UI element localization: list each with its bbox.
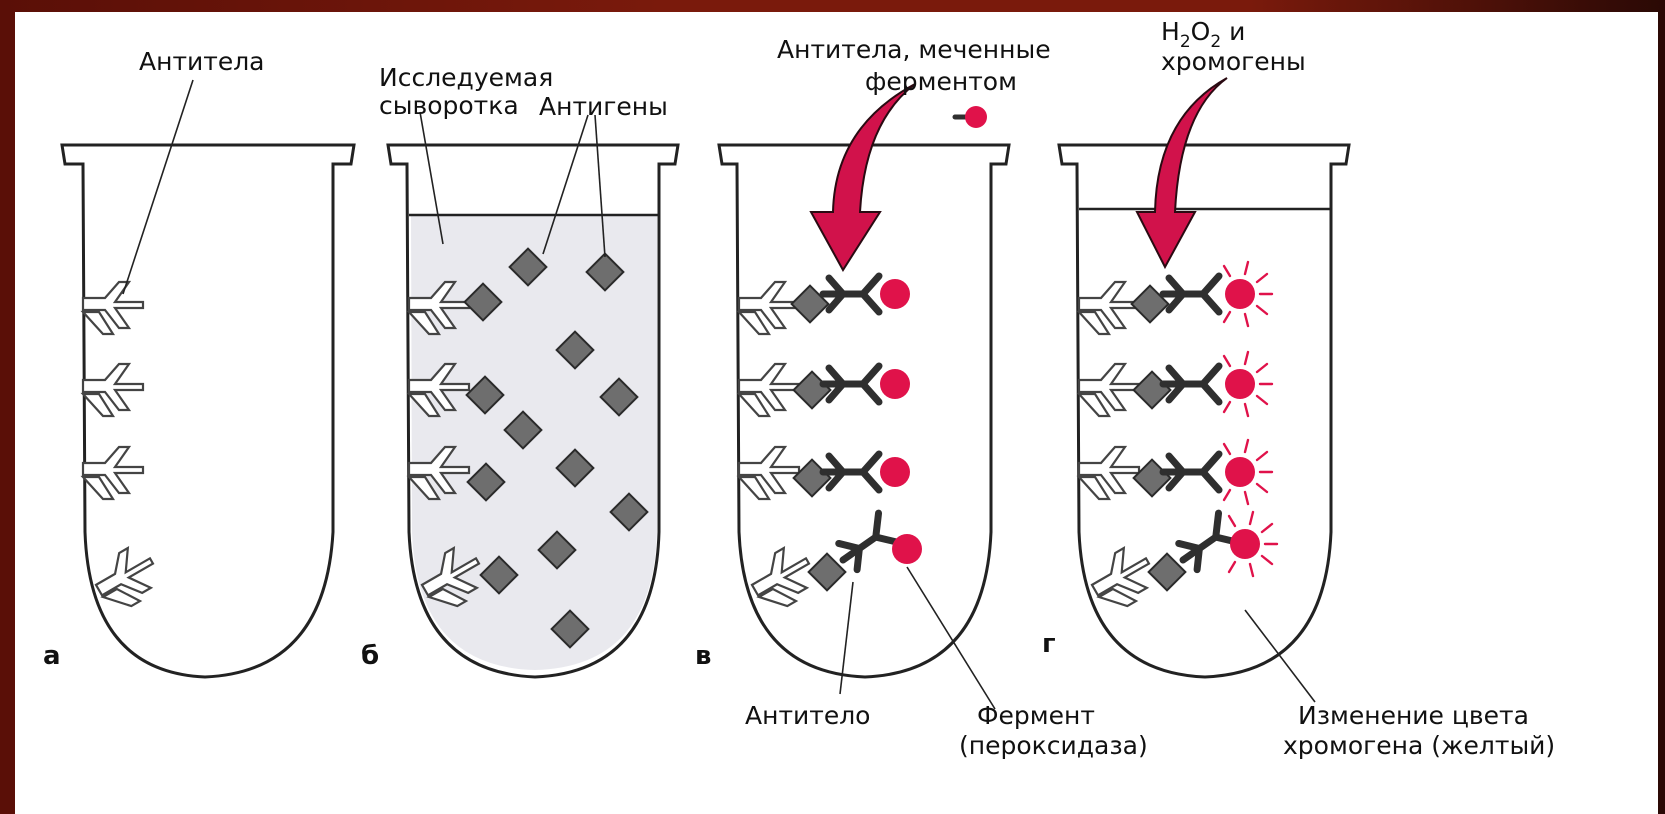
panel-a: Антитела а [43,47,354,677]
label-color-change-line2: хромогена (желтый) [1283,731,1555,760]
enzyme-dot [880,457,910,487]
label-serum-line1: Исследуемая [379,63,553,92]
label-enzyme-line2: (пероксидаза) [959,731,1148,760]
label-serum-line2: сыворотка [379,91,519,120]
label-labeled-ab-line2: ферментом [865,67,1017,96]
panel-letter-c: в [695,641,711,671]
panel-d: H2O2 и хромогены Изменение цвета хромоге… [1042,17,1555,760]
label-color-change-line1: Изменение цвета [1298,701,1529,730]
diagram-canvas: Антитела а Исследуемая сыворотка Антиген… [15,12,1658,814]
label-labeled-ab-line1: Антитела, меченные [777,35,1051,64]
label-antigens: Антигены [539,92,668,121]
panel-letter-b: б [361,641,379,671]
label-enzyme-line1: Фермент [977,701,1095,730]
panel-letter-d: г [1042,629,1056,659]
label-antibody: Антитело [745,701,870,730]
elisa-diagram: Антитела а Исследуемая сыворотка Антиген… [15,12,1658,814]
label-chromogens: хромогены [1161,47,1306,76]
enzyme-dot [892,534,922,564]
panel-b: Исследуемая сыворотка Антигены б [361,63,678,677]
label-antibodies-a: Антитела [139,47,265,76]
panel-letter-a: а [43,641,61,671]
enzyme-legend-dot [965,106,987,128]
enzyme-dot [880,369,910,399]
enzyme-dot [880,279,910,309]
